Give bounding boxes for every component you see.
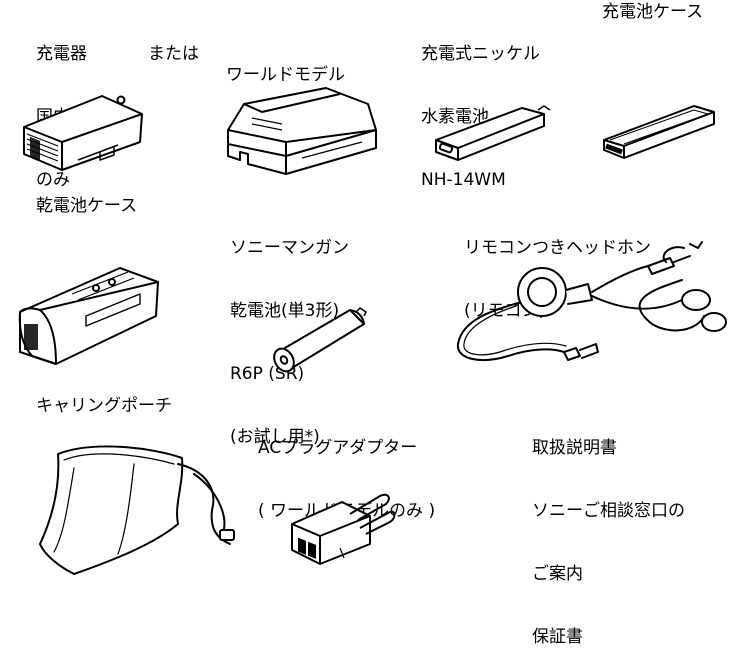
- docs-line4: 保証書: [532, 627, 583, 647]
- headphone-line1: リモコンつきヘッドホン: [464, 238, 651, 258]
- charger-title: 充電器: [36, 44, 87, 64]
- battery-case-illustration: [600, 100, 718, 162]
- dry-battery-illustration: [266, 302, 376, 376]
- nimh-battery-illustration: [432, 102, 552, 162]
- headphone-illustration: [452, 240, 732, 376]
- dry-battery-line1: ソニーマンガン: [230, 238, 349, 258]
- nimh-line3: NH-14WM: [421, 170, 506, 190]
- docs-label: 取扱説明書 ソニーご相談窓口の ご案内 保証書: [532, 396, 685, 669]
- dry-battery-line4: (お試し用*): [230, 427, 320, 447]
- dry-battery-line3: R6P (SR): [230, 364, 305, 384]
- charger-domestic-illustration: [18, 82, 143, 172]
- charger-world-illustration: [222, 84, 382, 176]
- nimh-line2: 水素電池: [421, 107, 489, 127]
- dry-battery-line2: 乾電池(単3形): [230, 301, 340, 321]
- docs-line3: ご案内: [532, 564, 583, 584]
- nimh-line1: 充電式ニッケル: [421, 44, 540, 64]
- adaptor-line1: ACプラグアダプター: [258, 438, 418, 458]
- docs-line2: ソニーご相談窓口の: [532, 501, 685, 521]
- ac-plug-adaptor-illustration: [284, 474, 398, 566]
- dry-case-label: 乾電池ケース: [36, 196, 138, 216]
- nimh-battery-label: 充電式ニッケル 水素電池 NH-14WM: [421, 2, 540, 212]
- docs-line1: 取扱説明書: [532, 438, 617, 458]
- dry-battery-label: ソニーマンガン 乾電池(単3形) R6P (SR) (お試し用*): [230, 196, 349, 469]
- dry-battery-case-illustration: [16, 260, 166, 372]
- battery-case-label: 充電池ケース: [602, 2, 704, 22]
- charger-world-line1: ワールドモデル: [226, 65, 345, 85]
- pouch-illustration: [34, 434, 240, 580]
- charger-or-label: または: [148, 44, 199, 64]
- charger-domestic-line2: のみ: [36, 170, 70, 190]
- pouch-label: キャリングポーチ: [36, 396, 172, 416]
